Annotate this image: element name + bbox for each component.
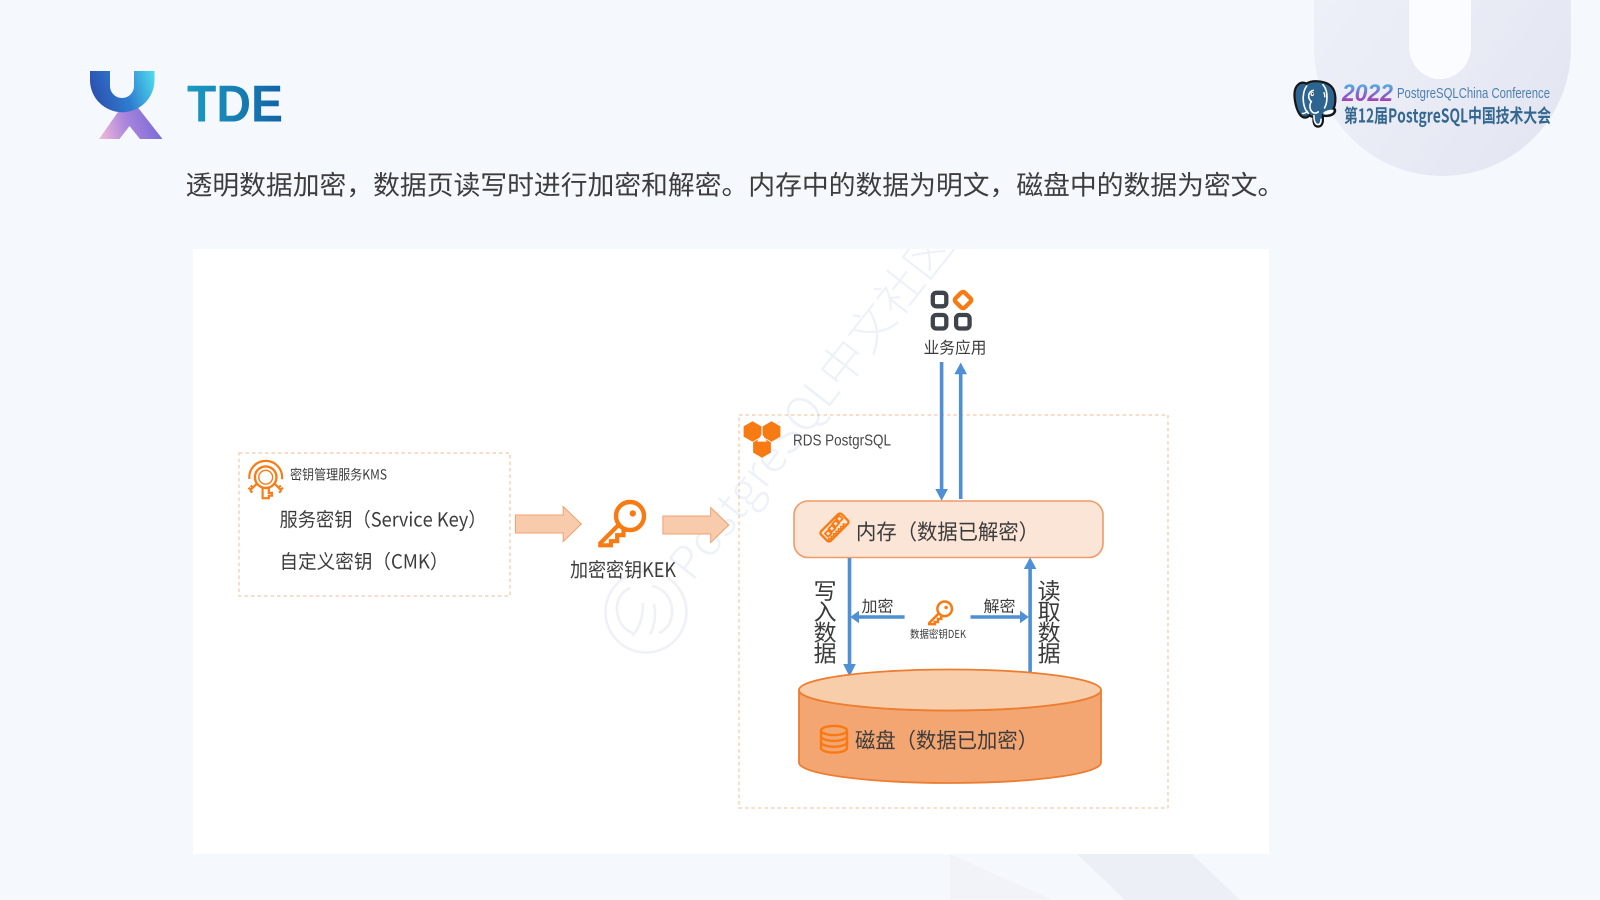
svg-text:2022: 2022 <box>1341 80 1394 107</box>
svg-text:RDS PostgrSQL: RDS PostgrSQL <box>793 433 891 450</box>
svg-text:TDE: TDE <box>187 76 283 134</box>
svg-text:PostgreSQLChina Conference: PostgreSQLChina Conference <box>1397 85 1550 102</box>
